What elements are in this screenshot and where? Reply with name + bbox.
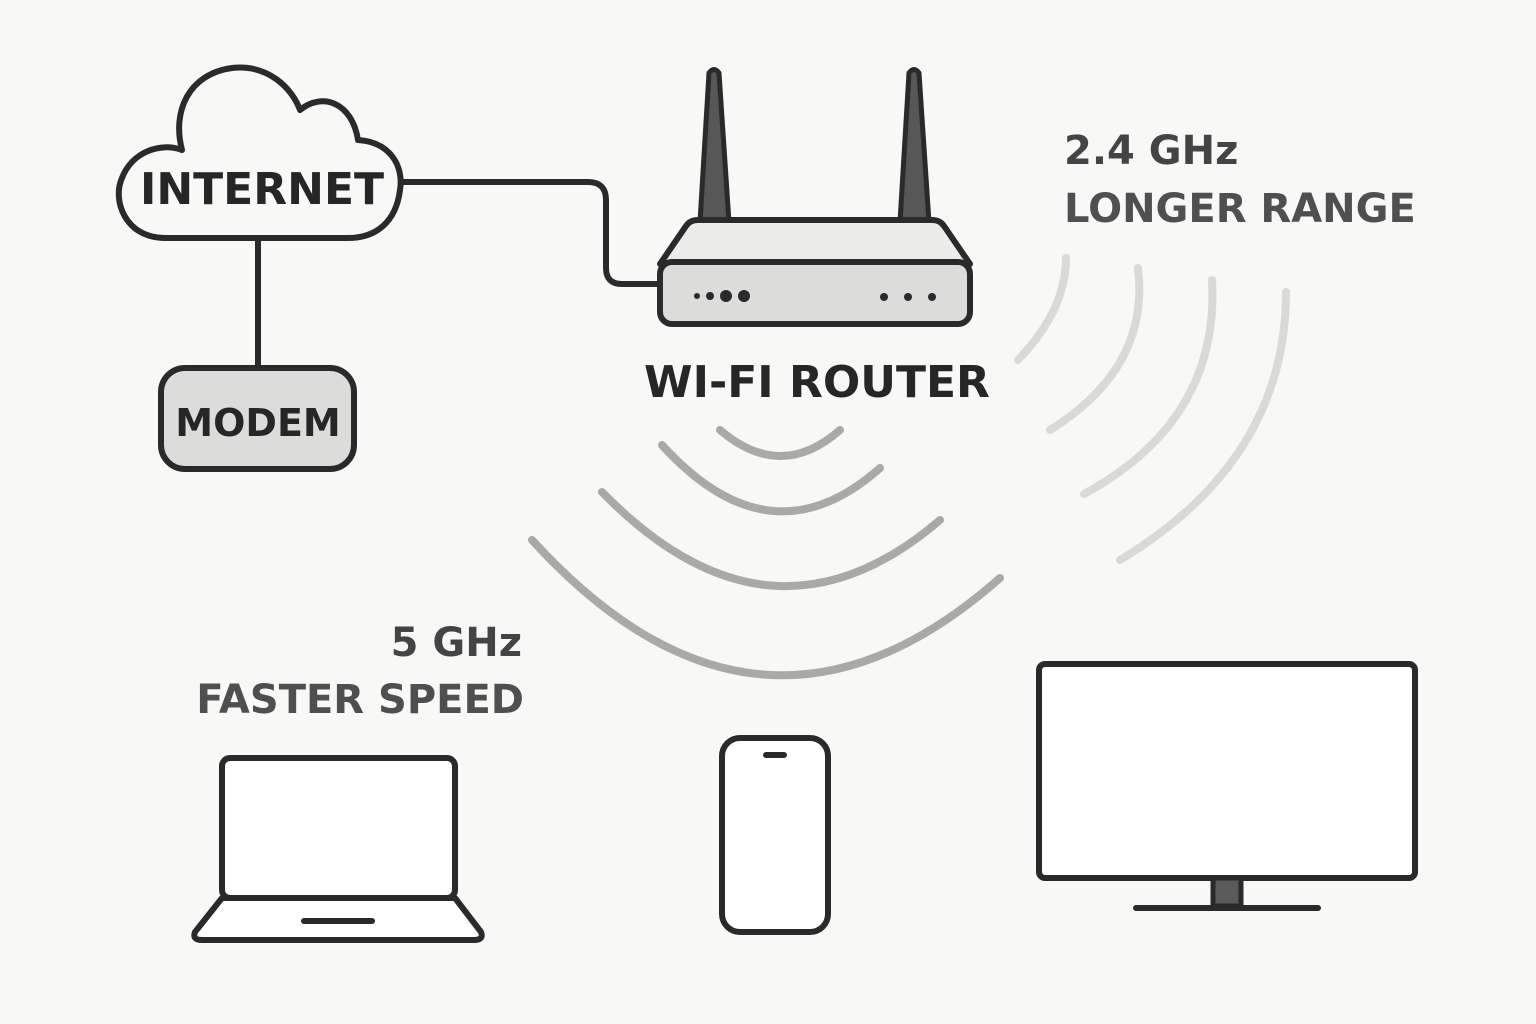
router-label: WI-FI ROUTER bbox=[644, 357, 990, 408]
television-icon bbox=[1036, 661, 1418, 911]
wave-5ghz-2 bbox=[658, 441, 884, 516]
wave-24ghz-group bbox=[1014, 254, 1290, 564]
wave-24ghz-4 bbox=[1116, 288, 1290, 564]
wave-5ghz-1 bbox=[716, 426, 844, 460]
wave-24ghz-2 bbox=[1046, 264, 1144, 434]
smartphone-icon bbox=[719, 735, 831, 935]
router-icon bbox=[657, 67, 973, 327]
cloud-router-cable bbox=[399, 179, 663, 287]
wave-5ghz-3 bbox=[598, 488, 944, 590]
modem-label: MODEM bbox=[175, 401, 340, 445]
modem-icon bbox=[158, 365, 357, 472]
band-24ghz-description: LONGER RANGE bbox=[1064, 186, 1416, 232]
band-5ghz-label: 5 GHz bbox=[391, 620, 522, 666]
cloud-icon bbox=[115, 64, 404, 241]
band-5ghz-description: FASTER SPEED bbox=[196, 677, 524, 723]
internet-label: INTERNET bbox=[140, 164, 384, 215]
router-indicator-lights bbox=[694, 290, 936, 302]
wave-5ghz-4 bbox=[528, 536, 1004, 680]
wave-24ghz-3 bbox=[1080, 276, 1217, 498]
band-24ghz-label: 2.4 GHz bbox=[1064, 128, 1238, 174]
laptop-icon bbox=[191, 755, 485, 943]
wave-5ghz-group bbox=[528, 426, 1004, 680]
wave-24ghz-1 bbox=[1014, 254, 1070, 364]
